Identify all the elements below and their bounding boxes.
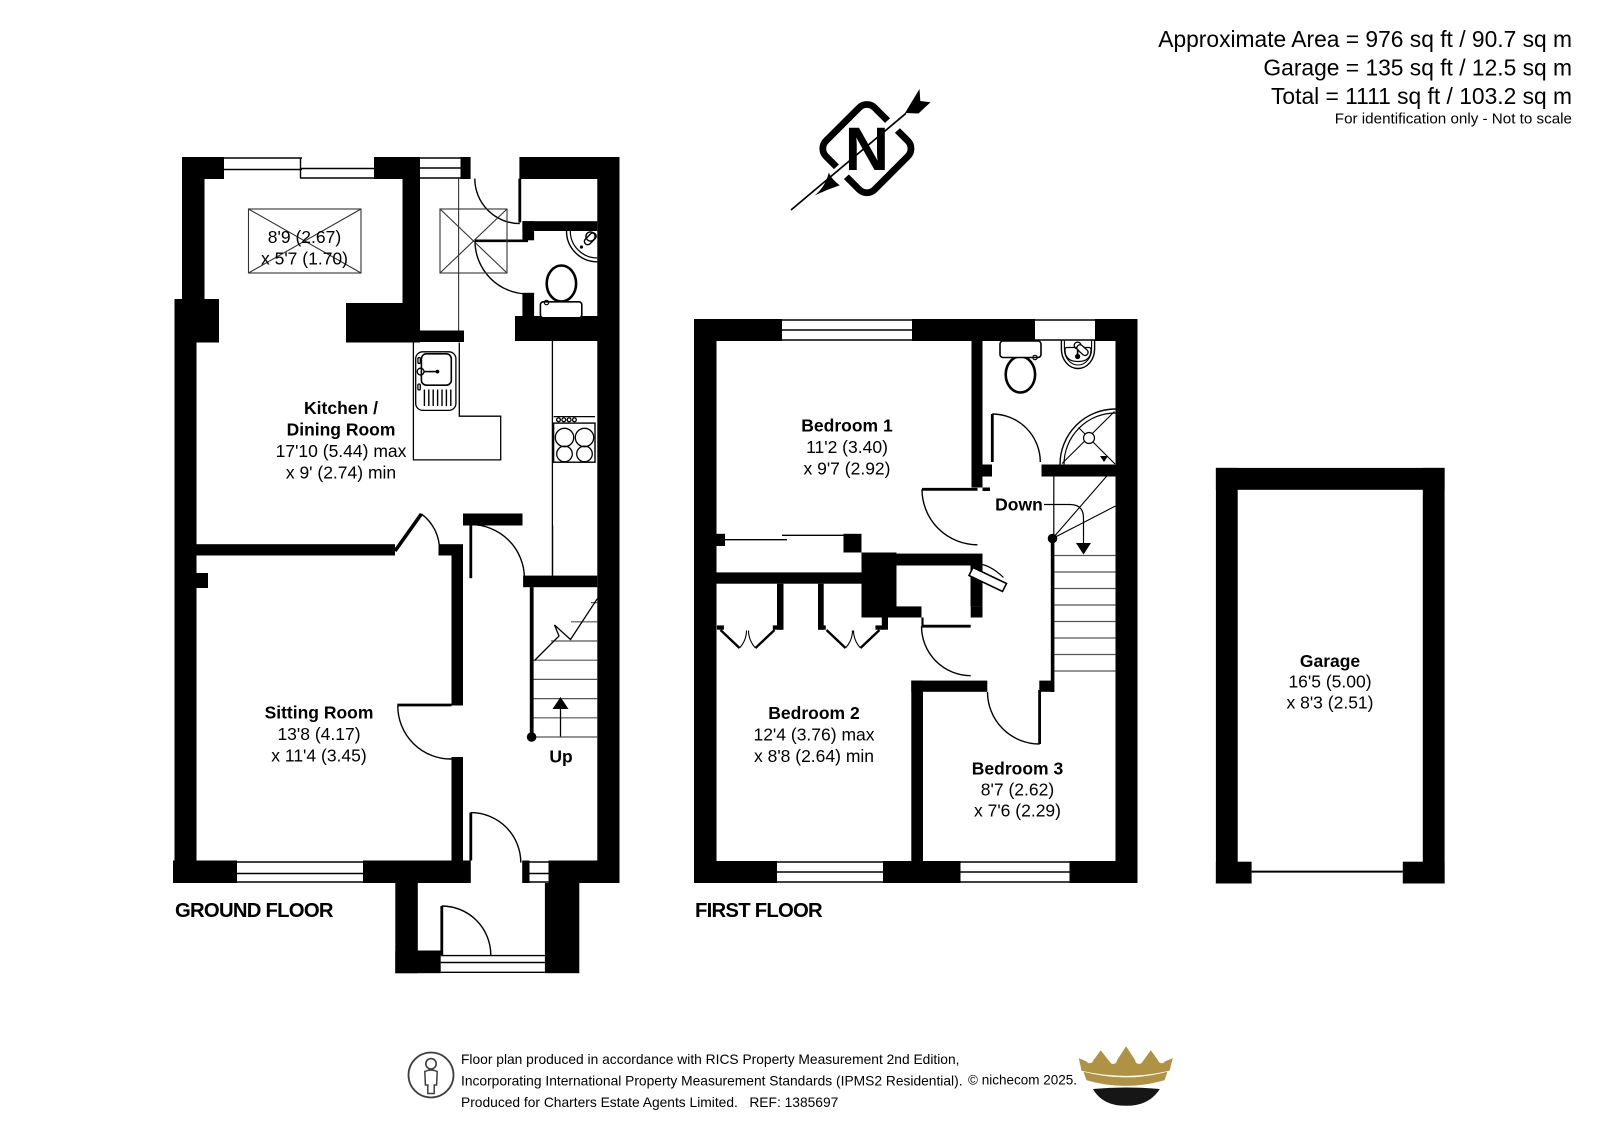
svg-text:Garage = 135 sq ft / 12.5 sq m: Garage = 135 sq ft / 12.5 sq m [1263, 55, 1572, 81]
svg-text:Bedroom 3: Bedroom 3 [972, 759, 1064, 779]
svg-text:Bedroom 2: Bedroom 2 [768, 703, 860, 723]
svg-text:11'2 (3.40): 11'2 (3.40) [806, 437, 888, 457]
svg-text:N: N [845, 115, 889, 183]
svg-text:Floor plan produced in accorda: Floor plan produced in accordance with R… [461, 1052, 959, 1067]
svg-text:x 9'7 (2.92): x 9'7 (2.92) [804, 459, 891, 479]
svg-text:Bedroom 1: Bedroom 1 [801, 416, 893, 436]
svg-text:x 9' (2.74) min: x 9' (2.74) min [286, 463, 396, 483]
svg-text:© nichecom 2025.: © nichecom 2025. [968, 1073, 1077, 1088]
svg-text:16'5 (5.00): 16'5 (5.00) [1288, 672, 1371, 692]
svg-text:Garage: Garage [1300, 651, 1361, 671]
svg-text:x 8'3 (2.51): x 8'3 (2.51) [1287, 693, 1374, 713]
svg-text:8'7 (2.62): 8'7 (2.62) [981, 780, 1054, 800]
svg-text:Approximate Area = 976 sq ft /: Approximate Area = 976 sq ft / 90.7 sq m [1158, 26, 1572, 52]
svg-text:x 5'7 (1.70): x 5'7 (1.70) [261, 249, 348, 269]
svg-text:12'4 (3.76) max: 12'4 (3.76) max [753, 725, 874, 745]
svg-text:Kitchen /: Kitchen / [304, 398, 378, 418]
svg-text:Up: Up [549, 747, 572, 767]
svg-text:Incorporating International Pr: Incorporating International Property Mea… [461, 1074, 963, 1089]
svg-text:Produced for Charters Estate A: Produced for Charters Estate Agents Limi… [461, 1095, 838, 1110]
svg-text:Down: Down [995, 495, 1043, 515]
svg-text:Total = 1111 sq ft / 103.2 sq: Total = 1111 sq ft / 103.2 sq m [1271, 83, 1572, 109]
svg-text:x 11'4 (3.45): x 11'4 (3.45) [271, 746, 366, 766]
svg-text:x 7'6 (2.29): x 7'6 (2.29) [974, 801, 1061, 821]
svg-text:FIRST FLOOR: FIRST FLOOR [695, 900, 823, 922]
svg-text:13'8 (4.17): 13'8 (4.17) [277, 724, 360, 744]
svg-text:Sitting Room: Sitting Room [265, 703, 374, 723]
svg-text:17'10 (5.44) max: 17'10 (5.44) max [276, 441, 407, 461]
svg-text:8'9 (2.67): 8'9 (2.67) [268, 227, 341, 247]
svg-text:Dining Room: Dining Room [287, 420, 396, 440]
svg-text:For identification only - Not: For identification only - Not to scale [1335, 111, 1572, 128]
svg-text:GROUND FLOOR: GROUND FLOOR [175, 900, 334, 922]
svg-text:x 8'8 (2.64) min: x 8'8 (2.64) min [754, 746, 874, 766]
